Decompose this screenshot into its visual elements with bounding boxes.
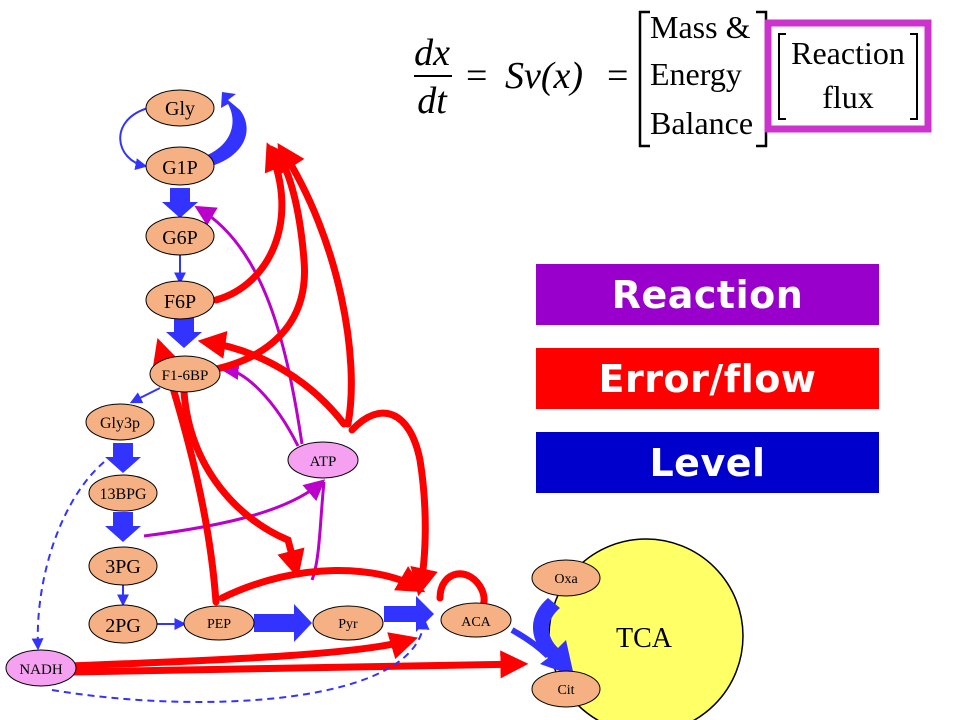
label-f6p: F6P <box>164 291 196 313</box>
matrix-line-1: Mass & <box>650 9 751 45</box>
level-arrow-g1p-gly <box>205 92 247 168</box>
reaction-arrow-13bpg-atp <box>143 479 326 538</box>
reaction-arrows <box>143 205 326 581</box>
label-13bpg: 13BPG <box>99 486 147 503</box>
reaction-arrow-pep-atp <box>310 481 326 581</box>
flow-arrows <box>66 142 529 679</box>
node-oxa <box>531 559 601 597</box>
dashed-arrow-gly3p-nadh <box>31 461 105 651</box>
level-arrow-pyr-aca <box>384 596 434 632</box>
node-f16bp <box>149 355 221 393</box>
level-arrow-pep-pyr <box>254 604 312 642</box>
reaction-flux-box <box>764 19 932 133</box>
label-nadh: NADH <box>19 662 62 678</box>
label-pyr: Pyr <box>338 617 358 632</box>
level-arrow-f16bp-gly3p <box>129 387 161 404</box>
label-2pg: 2PG <box>105 615 141 637</box>
flow-arrow-atp-g1p <box>277 142 355 428</box>
node-g1p <box>145 146 215 186</box>
reaction-arrow-atp-g6p <box>194 205 304 445</box>
flow-arrow-atp-aca <box>348 409 438 597</box>
legend-flow: Error/flow <box>536 348 879 409</box>
level-arrow-oxa-cit <box>533 598 574 676</box>
metabolite-nodes <box>5 89 601 708</box>
dashed-arrow-nadh-aca <box>51 617 430 703</box>
equation-equals-1: = <box>466 55 487 97</box>
node-cit <box>531 670 601 708</box>
tca-label: TCA <box>616 623 673 654</box>
reaction-arrow-atp-f16bp <box>217 359 300 447</box>
level-arrow-aca-tca <box>510 627 551 659</box>
node-pyr <box>312 605 384 641</box>
node-gly <box>145 89 215 127</box>
label-atp: ATP <box>310 454 337 470</box>
flow-arrow-pep-aca <box>218 566 426 602</box>
node-atp <box>287 441 359 479</box>
level-arrow-13bpg-3pg <box>105 512 141 542</box>
label-f16bp: F1-6BP <box>162 368 209 384</box>
level-arrow-g1p-g6p <box>162 188 198 218</box>
equation-denominator: dt <box>417 80 448 122</box>
label-g6p: G6P <box>162 227 198 249</box>
label-oxa: Oxa <box>554 572 578 587</box>
matrix-line-3: Balance <box>650 105 753 141</box>
flow-arrow-nadh-aca <box>66 632 419 670</box>
flow-arrow-f16bp-g1p <box>208 145 308 374</box>
legend-level-label: Level <box>649 440 766 485</box>
label-gly3p: Gly3p <box>100 415 140 432</box>
node-gly3p <box>85 403 155 441</box>
equation-equals-2: = <box>607 55 628 97</box>
node-pep <box>183 605 255 641</box>
label-pep: PEP <box>207 617 231 632</box>
equation: dx dt = Sv(x) = Mass & Energy Balance Re… <box>414 9 932 148</box>
node-13bpg <box>88 474 158 512</box>
flow-arrow-atp-f16bp <box>197 331 348 428</box>
level-arrow-f6p-f16bp <box>166 318 202 348</box>
legend-level: Level <box>536 432 879 493</box>
equation-rhs: Sv(x) <box>505 55 583 97</box>
level-arrows <box>105 92 574 676</box>
node-3pg <box>88 546 158 586</box>
node-g6p <box>145 216 215 256</box>
flow-arrow-nadh-cit <box>70 650 529 679</box>
legend-reaction-label: Reaction <box>611 272 804 317</box>
label-3pg: 3PG <box>105 556 141 578</box>
flow-arrow-f16bp-pyr <box>180 388 305 579</box>
node-f6p <box>145 280 215 320</box>
legend-flow-label: Error/flow <box>598 356 817 401</box>
flux-right-bracket <box>910 33 918 120</box>
label-g1p: G1P <box>162 157 198 179</box>
label-cit: Cit <box>557 683 574 698</box>
node-2pg <box>88 604 158 644</box>
dashed-arrows <box>31 461 430 703</box>
flow-arrow-f6p-g1p <box>212 142 291 304</box>
flux-line-1: Reaction <box>791 35 905 71</box>
node-nadh <box>5 649 77 687</box>
legend-reaction: Reaction <box>536 264 879 325</box>
node-aca <box>440 602 512 638</box>
level-arrow-gly-g1p <box>119 107 149 170</box>
flux-line-2: flux <box>822 79 874 115</box>
metabolite-labels: Gly G1P G6P F6P F1-6BP Gly3p 13BPG 3PG 2… <box>19 98 578 698</box>
matrix-line-2: Energy <box>650 56 742 92</box>
label-gly: Gly <box>165 98 195 120</box>
level-arrow-gly3p-13bpg <box>105 443 141 473</box>
label-aca: ACA <box>461 615 491 630</box>
matrix-left-bracket <box>638 10 650 148</box>
flux-left-bracket <box>778 33 786 120</box>
equation-numerator: dx <box>414 32 450 74</box>
